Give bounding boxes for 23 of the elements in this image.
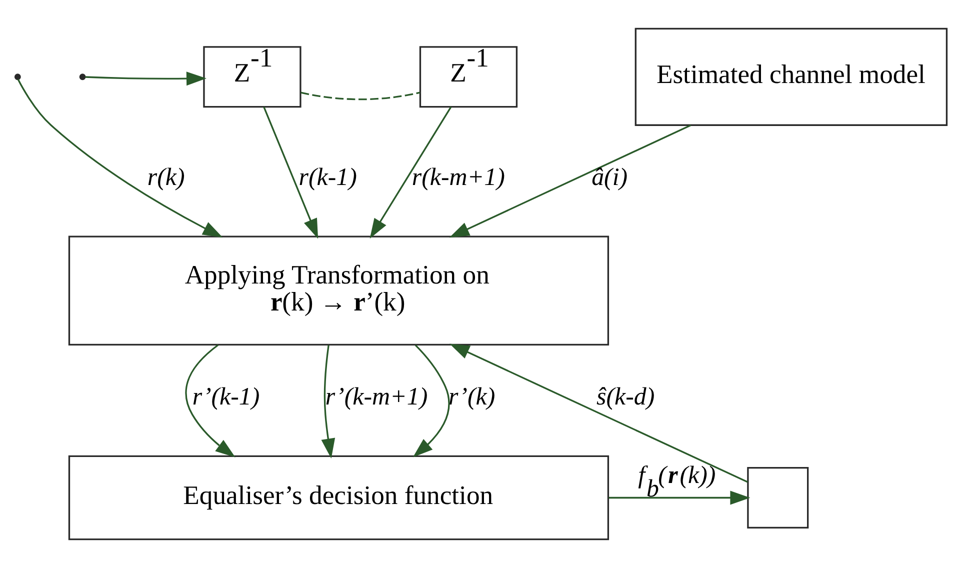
arrow [321, 345, 336, 459]
edge-label: r’(k-m+1) [325, 384, 428, 411]
edge-label: r’(k) [448, 384, 496, 411]
arrow [17, 78, 223, 238]
arrow [412, 344, 450, 458]
edge-label: r(k-1) [298, 164, 357, 192]
arrow [370, 106, 452, 239]
edge-label: r(k) [147, 164, 185, 192]
edge-label: r’(k-1) [192, 384, 260, 411]
connector [300, 92, 420, 100]
node-box [747, 466, 809, 529]
edge-label: r(k-m+1) [412, 164, 505, 192]
edge-label: ŝ(k-d) [596, 384, 655, 411]
arrow [185, 344, 236, 458]
arrow [450, 344, 748, 483]
arrow [608, 490, 750, 505]
arrow [263, 106, 318, 239]
node-box: Estimated channel model [634, 28, 948, 126]
node-box: Equaliser’s decision function [68, 455, 610, 540]
arrow [85, 72, 206, 86]
arrow [449, 124, 692, 238]
node-box: Applying Transformation on r(k) → r’(k) [68, 236, 610, 346]
edge-label: â(i) [592, 164, 628, 192]
